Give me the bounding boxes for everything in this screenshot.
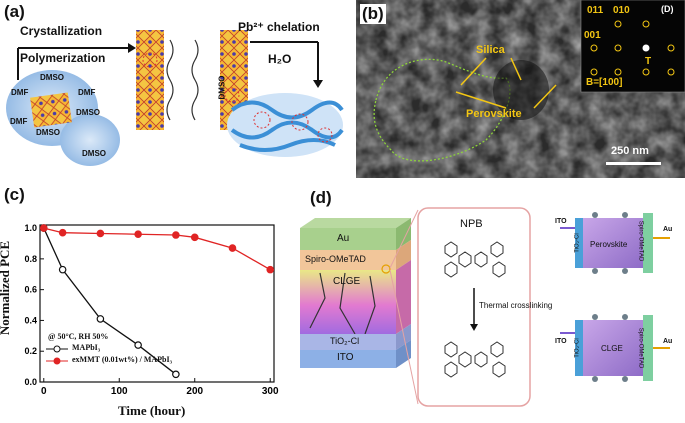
index-T: T <box>645 56 652 67</box>
panel-c: (c) 0 100 200 300 0.0 0.2 0.4 0.6 0.8 1.0 Time (h… <box>0 185 285 423</box>
data-point-1 <box>134 230 142 239</box>
y-tick-label: 0.4 <box>24 315 37 325</box>
scale-bar-label: 250 nm <box>611 145 649 157</box>
dmso-label-1: DMSO <box>40 73 64 82</box>
panel-b-label: (b) <box>360 4 386 24</box>
y-tick-label: 0.8 <box>24 254 37 264</box>
data-point-1 <box>228 244 237 252</box>
bottom-ito-label: ITO <box>555 338 567 345</box>
y-tick-label: 0.2 <box>24 346 37 356</box>
x-tick-label: 100 <box>111 386 128 397</box>
x-tick-label: 0 <box>41 386 47 397</box>
pce-chart: 0 100 200 300 0.0 0.2 0.4 0.6 0.8 1.0 <box>24 223 279 397</box>
top-ito-label: ITO <box>555 218 567 225</box>
x-tick-label: 300 <box>262 386 279 397</box>
chelation-label: Pb²⁺ chelation <box>238 20 320 34</box>
panel-c-label: (c) <box>4 185 25 204</box>
panel-d: (d) <box>285 188 685 423</box>
dmso-label-3: DMSO <box>76 108 100 117</box>
device-stack <box>300 207 670 407</box>
data-point-0 <box>172 370 180 379</box>
crystallization-schematic <box>6 30 344 166</box>
top-etl-label: TiO₂-Cl <box>574 233 581 253</box>
x-tick-label: 200 <box>186 386 203 397</box>
chart-xlabel: Time (hour) <box>118 403 186 418</box>
reaction-label: Thermal crosslinking <box>479 301 553 310</box>
dmso-label-5: DMSO <box>217 75 227 100</box>
dmso-label-4: DMSO <box>82 149 106 158</box>
crystallization-label: Crystallization <box>20 24 103 38</box>
inset-tag: (D) <box>661 4 674 14</box>
dmf-label-3: DMF <box>10 117 28 126</box>
index-010: 010 <box>613 5 630 16</box>
dmf-label-1: DMF <box>11 88 29 97</box>
index-011: 011 <box>587 5 604 16</box>
top-htl-label: Spiro-OMeTAD <box>637 220 644 262</box>
layer-ito: ITO <box>337 352 354 363</box>
panel-a-label: (a) <box>4 2 25 21</box>
data-point-1 <box>266 265 275 274</box>
data-point-1 <box>58 228 67 237</box>
index-001: 001 <box>584 30 601 41</box>
data-point-0 <box>134 341 142 349</box>
tem-image <box>356 0 685 178</box>
layer-spiro: Spiro-OMeTAD <box>305 254 366 264</box>
data-point-1 <box>190 233 199 242</box>
polymerization-label: Polymerization <box>20 51 106 65</box>
legend-series-1: exMMT (0.01wt%) / MAPbI₃ <box>72 355 173 364</box>
panel-d-label: (d) <box>310 188 332 207</box>
layer-tio2: TiO₂-Cl <box>330 336 360 346</box>
series-line-1 <box>43 227 271 271</box>
top-center-label: Perovskite <box>590 240 628 249</box>
molecule-name: NPB <box>460 218 483 230</box>
data-point-0 <box>96 315 105 323</box>
y-tick-label: 0.0 <box>24 377 37 387</box>
layer-au: Au <box>337 233 350 244</box>
top-au-label: Au <box>663 226 673 233</box>
zone-axis-label: B=[100] <box>586 77 623 88</box>
panel-a: (a) <box>0 0 345 175</box>
condition-label: @ 50°C, RH 50% <box>48 332 109 341</box>
data-point-1 <box>39 224 48 232</box>
bottom-etl-label: TiO₂-Cl <box>574 338 581 358</box>
plot-frame <box>39 224 275 383</box>
bottom-htl-label: Spiro-OMeTAD <box>637 327 644 369</box>
dmso-label-2: DMSO <box>36 128 60 137</box>
panel-b: Silica Perovskite 250 nm (D) 011 010 001… <box>356 0 685 178</box>
y-tick-label: 1.0 <box>24 223 37 233</box>
data-point-1 <box>96 229 105 238</box>
water-label: H₂O <box>268 52 292 66</box>
chart-ylabel: Normalized PCE <box>0 240 13 336</box>
data-point-0 <box>58 265 67 274</box>
legend-series-0: MAPbI₃ <box>72 343 101 352</box>
bottom-au-label: Au <box>663 338 673 345</box>
layer-clge: CLGE <box>333 276 361 287</box>
bottom-center-label: CLGE <box>601 344 623 353</box>
data-point-1 <box>172 231 180 239</box>
silica-label: Silica <box>476 44 505 56</box>
perovskite-label: Perovskite <box>466 108 522 120</box>
y-tick-label: 0.6 <box>24 285 37 295</box>
dmf-label-2: DMF <box>78 88 96 97</box>
